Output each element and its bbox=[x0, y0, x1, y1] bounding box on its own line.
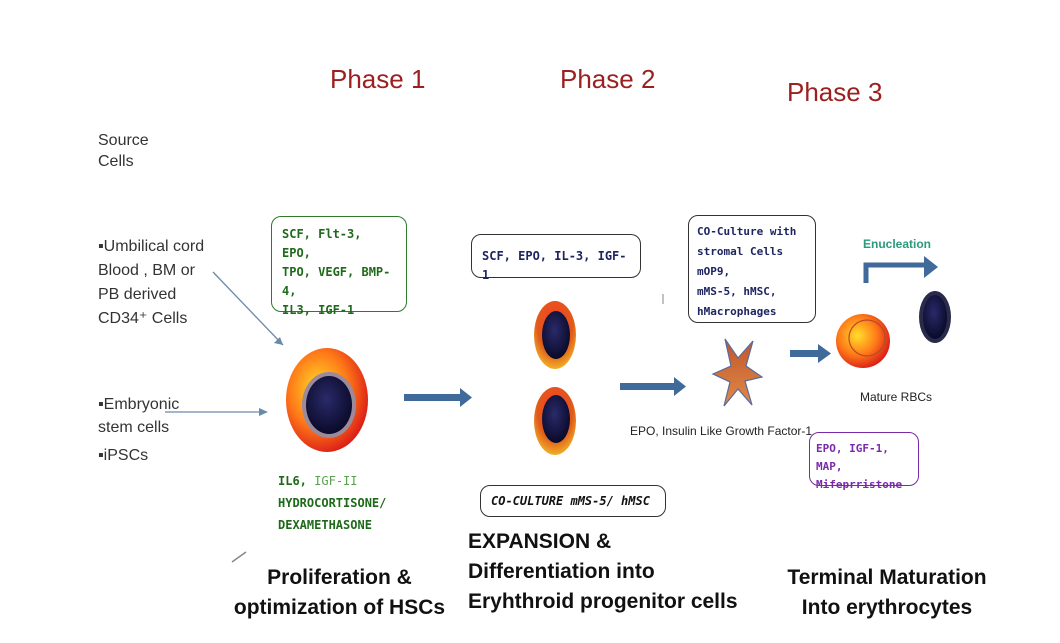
phase-1-title: Phase 1 bbox=[330, 64, 426, 94]
factor-line: IL3, IGF-1 bbox=[282, 303, 355, 317]
coculture-line: CO-Culture with bbox=[697, 225, 797, 238]
phase2-coculture-box: CO-CULTURE mMS-5/ hMSC bbox=[480, 485, 666, 517]
caption-line: EXPANSION & bbox=[468, 530, 612, 553]
hormone-line: DEXAMETHASONE bbox=[278, 518, 372, 532]
phase2-arrow bbox=[620, 377, 686, 396]
phase1-factor-box: SCF, Flt-3, EPO, TPO, VEGF, BMP-4, IL3, … bbox=[271, 216, 407, 317]
phase3-coculture-box: CO-Culture with stromal Cells mOP9, mMS-… bbox=[688, 215, 816, 323]
factor-line: SCF, Flt-3, EPO, bbox=[282, 227, 362, 260]
source-cord-blood: ▪Umbilical cord Blood , BM or PB derived… bbox=[98, 235, 204, 331]
phase-2-title: Phase 2 bbox=[560, 64, 656, 94]
hormone-line: HYDROCORTISONE/ bbox=[278, 496, 387, 510]
factor-line: TPO, VEGF, BMP-4, bbox=[282, 265, 391, 298]
hsc-cell-icon bbox=[286, 348, 368, 452]
phase-3-title: Phase 3 bbox=[787, 77, 883, 107]
phase1-caption: Proliferation & optimization of HSCs bbox=[232, 563, 447, 623]
source-line: Blood , BM or bbox=[98, 262, 195, 279]
epo-igf-label: EPO, Insulin Like Growth Factor-1 bbox=[630, 424, 813, 438]
dash-mark bbox=[231, 551, 247, 563]
progenitor-cell-icon bbox=[534, 387, 576, 455]
source-line: PB derived bbox=[98, 286, 177, 303]
caption-line: Proliferation & bbox=[267, 566, 412, 589]
caption-line: Into erythrocytes bbox=[801, 596, 973, 619]
esc-arrow-head bbox=[259, 408, 268, 416]
caption-line: Terminal Maturation bbox=[787, 566, 987, 589]
caption-line: Differentiation into bbox=[468, 560, 655, 583]
source-line: ▪Umbilical cord bbox=[98, 238, 205, 255]
progenitor-cell-icon bbox=[534, 301, 576, 369]
phase3-factor-box: EPO, IGF-1, MAP, Mifeprristone bbox=[809, 432, 919, 491]
caption-line: optimization of HSCs bbox=[233, 596, 446, 619]
nucleus-icon bbox=[919, 291, 951, 343]
source-line: ▪Embryonic bbox=[98, 396, 180, 413]
enucleation-label: Enucleation bbox=[863, 237, 932, 251]
phase3-caption: Terminal Maturation Into erythrocytes bbox=[782, 563, 992, 623]
phase1-arrow bbox=[404, 388, 472, 407]
coculture-line: mMS-5, hMSC, bbox=[697, 285, 777, 298]
factor-line: Mifeprristone bbox=[816, 478, 903, 491]
source-embryonic: ▪Embryonic stem cells bbox=[98, 393, 179, 439]
source-line: CD34⁺ Cells bbox=[98, 310, 188, 327]
phase1-hormones: IL6, IGF-II HYDROCORTISONE/ DEXAMETHASON… bbox=[278, 470, 386, 536]
enucleation-arrow bbox=[863, 256, 938, 283]
stromal-star-icon bbox=[711, 338, 764, 407]
coculture-line: stromal Cells mOP9, bbox=[697, 245, 784, 278]
phase2-caption: EXPANSION & Differentiation into Eryhthr… bbox=[468, 527, 738, 617]
cord-arrow bbox=[212, 271, 284, 346]
source-ipsc: ▪iPSCs bbox=[98, 447, 149, 464]
phase3-arrow bbox=[790, 344, 831, 363]
igf2-label: IGF-II bbox=[314, 474, 358, 488]
coculture-line: hMacrophages bbox=[697, 305, 777, 318]
factor-line: EPO, IGF-1, MAP, bbox=[816, 442, 889, 473]
source-cells-heading: Source Cells bbox=[98, 130, 149, 172]
phase2-factor-box: SCF, EPO, IL-3, IGF-1 bbox=[471, 234, 641, 282]
source-title-line: Source bbox=[98, 132, 149, 149]
il6-label: IL6, bbox=[278, 474, 307, 488]
caption-line: Eryhthroid progenitor cells bbox=[468, 590, 738, 613]
mature-rbcs-label: Mature RBCs bbox=[860, 390, 933, 404]
mature-cell-icon bbox=[836, 314, 890, 368]
source-title-line: Cells bbox=[98, 153, 134, 170]
cord-arrow-head bbox=[274, 337, 283, 345]
source-line: stem cells bbox=[98, 419, 170, 436]
